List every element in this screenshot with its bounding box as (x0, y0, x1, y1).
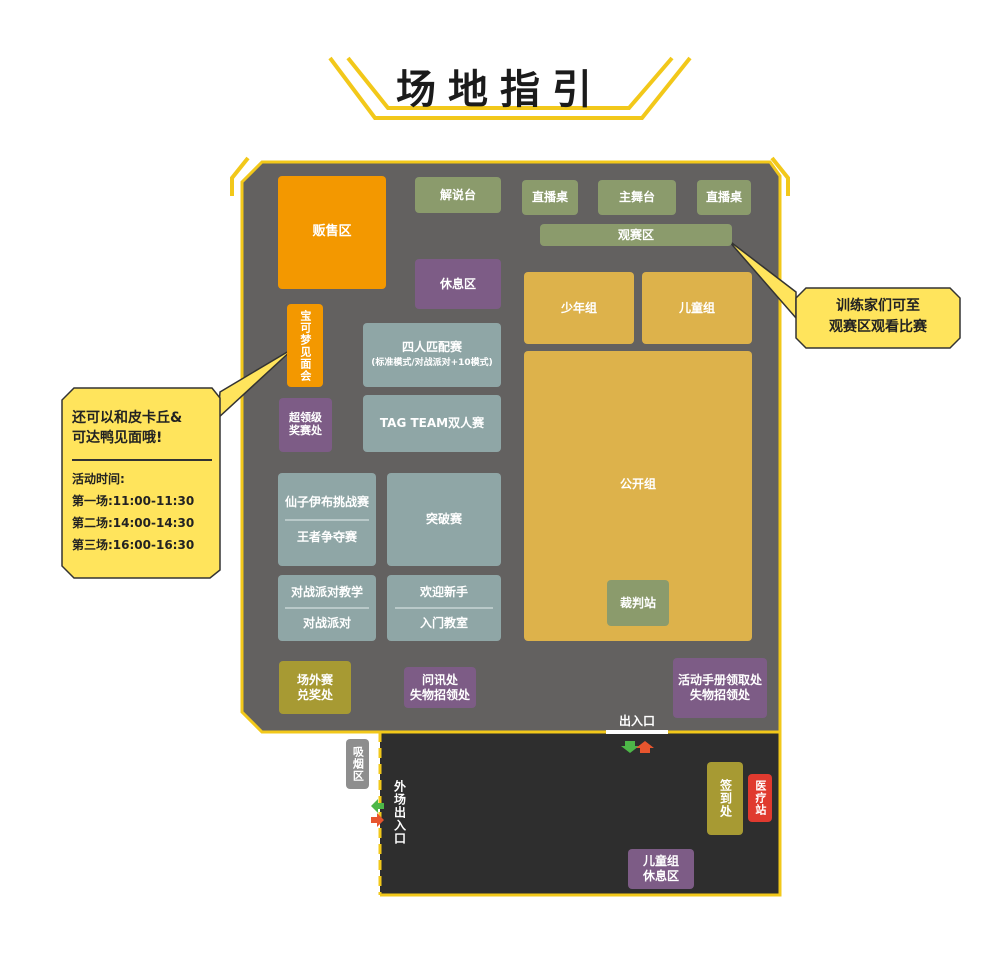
left-callout-divider (72, 459, 212, 461)
zone-breakthrough[interactable]: 突破赛 (387, 473, 501, 566)
title-banner-inner (346, 56, 674, 110)
zone-super-league-prize-label: 超领级奖赛处 (289, 411, 322, 437)
zone-medical[interactable]: 医疗站 (748, 774, 772, 822)
left-callout-headline: 还可以和皮卡丘& 可达鸭见面哦! (72, 408, 220, 448)
zone-handbook-line2: 失物招领处 (689, 688, 750, 702)
left-callout-headline-line1: 还可以和皮卡丘& (72, 410, 183, 426)
zone-viewing[interactable]: 观赛区 (540, 224, 732, 246)
entrance-arrow-in-icon (621, 741, 639, 753)
zone-tag-team[interactable]: TAG TEAM双人赛 (363, 395, 501, 452)
zone-handbook[interactable]: 活动手册领取处 失物招领处 (673, 658, 767, 718)
zone-smoking[interactable]: 吸烟区 (346, 739, 369, 789)
zone-open-division-label: 公开组 (619, 477, 656, 491)
schedule-session-2: 第二场:14:00-14:30 (72, 516, 195, 530)
zone-checkin[interactable]: 签到处 (707, 762, 743, 835)
corner-bracket-right (770, 156, 790, 196)
zone-junior[interactable]: 少年组 (524, 272, 634, 344)
left-callout-headline-line2: 可达鸭见面哦! (72, 430, 163, 446)
zone-pokemon-meet-label: 宝可梦见面会 (298, 309, 312, 382)
zone-four-player-match[interactable]: 四人匹配赛 (标准模式/对战派对+10模式) (363, 323, 501, 387)
zone-handbook-line1: 活动手册领取处 (677, 673, 762, 687)
right-callout-text: 训练家们可至 观赛区观看比赛 (800, 296, 956, 338)
zone-rest[interactable]: 休息区 (415, 259, 501, 309)
zone-live-desk-left[interactable]: 直播桌 (522, 180, 578, 215)
entrance-arrow-out-icon (636, 741, 654, 753)
zone-outdoor-prize[interactable]: 场外赛 兑奖处 (279, 661, 351, 714)
zone-intro-classroom-label: 入门教室 (419, 616, 468, 630)
zone-battle-party-divider (284, 607, 370, 609)
right-callout-line1: 训练家们可至 (836, 298, 920, 314)
title-banner-outline (328, 56, 692, 120)
zone-info-desk-line2: 失物招领处 (409, 687, 470, 702)
zone-children-rest-line2: 休息区 (642, 869, 679, 883)
entrance-label: 出入口 (618, 713, 655, 728)
page-title: 场地指引 (396, 67, 604, 113)
zone-children-rest[interactable]: 儿童组 休息区 (628, 849, 694, 889)
zone-pokemon-meet[interactable]: 宝可梦见面会 (287, 304, 323, 387)
zone-info-desk[interactable]: 问讯处 失物招领处 (404, 667, 476, 708)
zone-newbie-divider (394, 607, 494, 609)
zone-four-player-subtitle: (标准模式/对战派对+10模式) (371, 358, 493, 369)
zone-referee[interactable]: 裁判站 (607, 580, 669, 626)
schedule-session-1: 第一场:11:00-11:30 (72, 494, 195, 508)
right-callout-box (795, 287, 961, 349)
left-callout-schedule: 活动时间: 第一场:11:00-11:30 第二场:14:00-14:30 第三… (72, 468, 220, 556)
corner-bracket-left (230, 156, 250, 196)
zone-children[interactable]: 儿童组 (642, 272, 752, 344)
zone-sales[interactable]: 贩售区 (278, 176, 386, 289)
zone-eevee-challenge-label: 仙子伊布挑战赛 (284, 494, 369, 509)
zone-four-player-title: 四人匹配赛 (401, 340, 462, 355)
zone-medical-label: 医疗站 (753, 780, 767, 816)
zone-checkin-label: 签到处 (718, 779, 733, 818)
zone-newbie[interactable]: 欢迎新手 入门教室 (387, 575, 501, 641)
zone-welcome-newbie-label: 欢迎新手 (419, 585, 468, 599)
zone-battle-party-label: 对战派对 (302, 616, 351, 630)
zone-outdoor-prize-line1: 场外赛 (296, 672, 333, 687)
zone-main-stage[interactable]: 主舞台 (598, 180, 676, 215)
zone-eevee-divider (284, 518, 370, 521)
outdoor-arrow-out-icon (371, 813, 384, 827)
zone-commentary[interactable]: 解说台 (415, 177, 501, 213)
zone-king-contest-label: 王者争夺赛 (296, 529, 357, 544)
outdoor-border (380, 730, 782, 897)
zone-children-rest-line1: 儿童组 (642, 854, 679, 868)
zone-smoking-label: 吸烟区 (351, 746, 365, 782)
outdoor-entrance-label: 外场出入口 (388, 778, 410, 846)
schedule-label: 活动时间: (72, 472, 125, 486)
left-callout-box (61, 387, 221, 579)
zone-battle-party[interactable]: 对战派对教学 对战派对 (278, 575, 376, 641)
zone-live-desk-right[interactable]: 直播桌 (697, 180, 751, 215)
zone-super-league-prize[interactable]: 超领级奖赛处 (279, 398, 332, 452)
schedule-session-3: 第三场:16:00-16:30 (72, 538, 195, 552)
outdoor-arrow-in-icon (371, 799, 384, 813)
right-callout-line2: 观赛区观看比赛 (829, 319, 927, 335)
zone-outdoor-prize-line2: 兑奖处 (296, 687, 333, 702)
zone-info-desk-line1: 问讯处 (421, 672, 458, 687)
zone-eevee-king[interactable]: 仙子伊布挑战赛 王者争夺赛 (278, 473, 376, 566)
outdoor-entrance-text: 外场出入口 (392, 779, 407, 845)
zone-battle-party-teaching-label: 对战派对教学 (290, 585, 363, 599)
